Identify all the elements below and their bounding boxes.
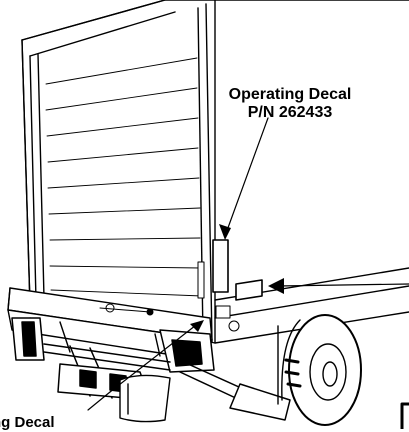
- operating-decal-title: Operating Decal: [228, 86, 352, 103]
- van-box: [21, 0, 216, 344]
- operating-decal-plate: [212, 239, 229, 293]
- front-wheel-fragment: [119, 374, 171, 423]
- operating-decal-part-number: P/N 262433: [247, 104, 333, 121]
- bottom-decal-callout: ng Decal: [0, 414, 55, 431]
- side-decal-plate: [235, 279, 263, 301]
- leader-lines: [87, 117, 409, 411]
- tire-tread: [284, 358, 302, 388]
- arrowheads: [190, 224, 284, 332]
- door-slats: [45, 57, 203, 297]
- hardware-details: [99, 261, 240, 332]
- bracket-mark: [400, 402, 409, 429]
- operating-decal-callout: Operating Decal P/N 262433: [210, 86, 370, 122]
- rear-wheel: [277, 314, 362, 426]
